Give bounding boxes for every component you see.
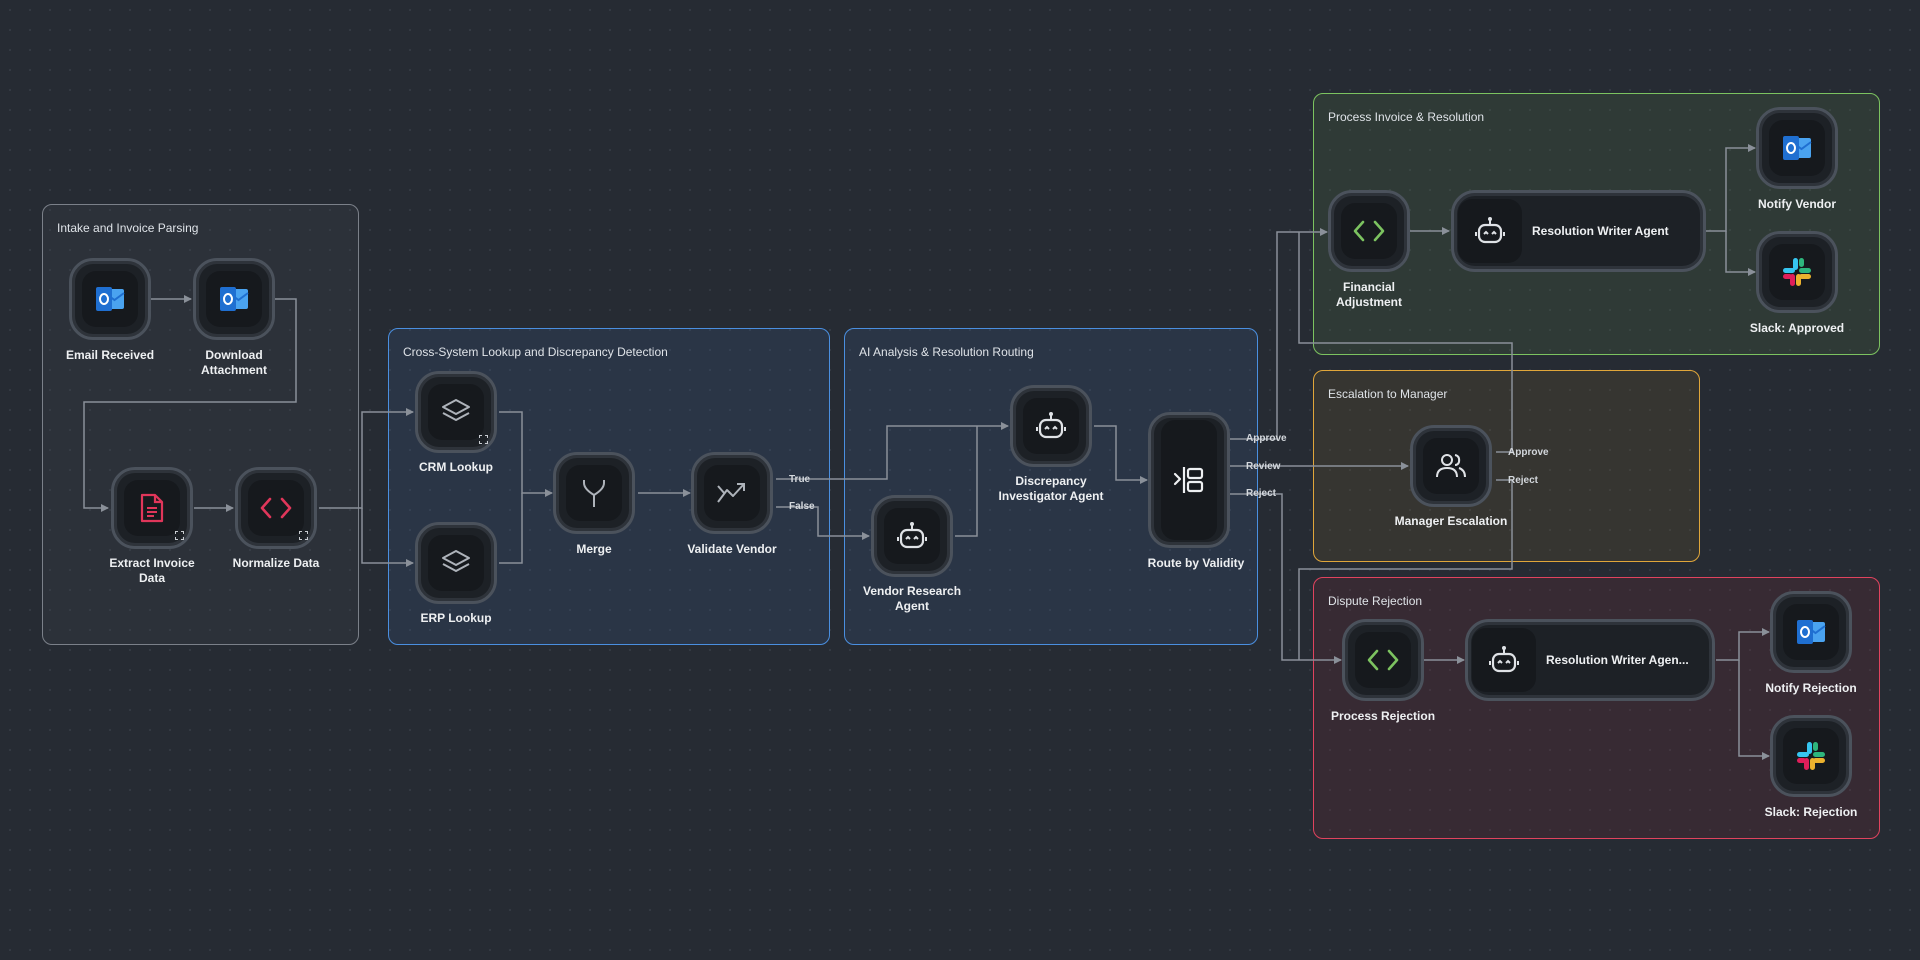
- group-title-process-invoice: Process Invoice & Resolution: [1328, 110, 1485, 124]
- outlook-icon: [1797, 620, 1826, 644]
- label-slack-approved: Slack: Approved: [1749, 321, 1845, 335]
- label-route-by-validity: Route by Validity: [1147, 556, 1245, 570]
- subworkflow-marker-icon: [299, 531, 308, 540]
- label-process-rejection: Process Rejection: [1330, 709, 1436, 723]
- robot-icon: [1475, 217, 1505, 244]
- label-crm-lookup: CRM Lookup: [419, 460, 493, 474]
- document-icon: [140, 493, 164, 523]
- node-erp-lookup[interactable]: [415, 522, 497, 604]
- node-vendor-research-agent[interactable]: [871, 495, 953, 577]
- node-download-attachment[interactable]: [193, 258, 275, 340]
- label-notify-vendor: Notify Vendor: [1757, 197, 1837, 211]
- group-title-intake: Intake and Invoice Parsing: [57, 221, 199, 235]
- wire-true-discrepancy: [776, 422, 1009, 480]
- node-resolution-writer-agent[interactable]: Resolution Writer Agent: [1451, 190, 1706, 272]
- group-title-ai-analysis: AI Analysis & Resolution Routing: [859, 345, 1034, 359]
- node-notify-vendor[interactable]: [1756, 107, 1838, 189]
- port-label-true: True: [789, 474, 811, 485]
- node-process-rejection[interactable]: [1342, 619, 1424, 701]
- subworkflow-marker-icon: [479, 435, 488, 444]
- node-crm-lookup[interactable]: [415, 371, 497, 453]
- label-normalize-data: Normalize Data: [232, 556, 320, 570]
- wire-approve-financial: [1230, 228, 1328, 440]
- wire-writer2-notify: [1716, 628, 1770, 661]
- node-discrepancy-agent[interactable]: [1010, 385, 1092, 467]
- robot-icon: [1036, 412, 1066, 439]
- node-route-by-validity[interactable]: [1148, 412, 1230, 548]
- label-manager-escalation: Manager Escalation: [1394, 514, 1508, 528]
- port-label-manager-reject: Reject: [1508, 475, 1539, 486]
- code-icon: [1353, 220, 1385, 242]
- robot-icon: [1489, 646, 1519, 673]
- wire-erp-merge: [499, 493, 523, 564]
- slack-icon: [1797, 742, 1825, 770]
- wire-vendor-discrepancy: [955, 426, 978, 537]
- trend-icon: [717, 483, 745, 503]
- label-notify-rejection: Notify Rejection: [1765, 681, 1857, 695]
- label-resolution-writer-agent-2: Resolution Writer Agen...: [1546, 653, 1689, 667]
- wire-download-extract: [83, 298, 297, 512]
- wire-reject-process: [1230, 493, 1342, 664]
- label-validate-vendor: Validate Vendor: [687, 542, 777, 556]
- slack-icon: [1783, 258, 1811, 286]
- wire-mgr-approve-loop: [1298, 232, 1513, 453]
- label-resolution-writer-agent: Resolution Writer Agent: [1532, 224, 1669, 238]
- port-label-manager-approve: Approve: [1508, 447, 1549, 458]
- group-title-dispute-rejection: Dispute Rejection: [1328, 594, 1423, 608]
- port-label-false: False: [789, 501, 815, 512]
- subworkflow-marker-icon: [175, 531, 184, 540]
- robot-icon: [897, 522, 927, 549]
- outlook-icon: [220, 287, 249, 311]
- node-slack-approved[interactable]: [1756, 231, 1838, 313]
- wire-discrepancy-route: [1094, 425, 1148, 484]
- merge-icon: [583, 480, 605, 507]
- label-email-received: Email Received: [65, 348, 155, 362]
- wire-writer2-slack: [1738, 660, 1770, 760]
- label-erp-lookup: ERP Lookup: [420, 611, 492, 625]
- node-validate-vendor[interactable]: [691, 452, 773, 534]
- layers-icon: [442, 399, 470, 421]
- port-label-reject: Reject: [1246, 488, 1277, 499]
- wire-mgr-reject-loop: [1298, 479, 1513, 660]
- layers-icon: [442, 550, 470, 572]
- group-title-cross-system: Cross-System Lookup and Discrepancy Dete…: [403, 345, 668, 359]
- switch-icon: [1173, 467, 1204, 493]
- node-resolution-writer-agent-2[interactable]: Resolution Writer Agen...: [1465, 619, 1715, 701]
- label-slack-rejection: Slack: Rejection: [1764, 805, 1858, 819]
- wire-false-vendor: [776, 506, 870, 540]
- node-slack-rejection[interactable]: [1770, 715, 1852, 797]
- code-icon: [1367, 649, 1399, 671]
- node-normalize-data[interactable]: [235, 467, 317, 549]
- wire-writer1-slack: [1725, 231, 1756, 276]
- wire-writer1-notify: [1706, 144, 1756, 232]
- code-icon: [260, 497, 292, 519]
- wire-normalize-crm: [319, 408, 414, 509]
- node-extract-invoice[interactable]: [111, 467, 193, 549]
- node-email-received[interactable]: [69, 258, 151, 340]
- outlook-icon: [1783, 136, 1812, 160]
- node-notify-rejection[interactable]: [1770, 591, 1852, 673]
- users-icon: [1436, 454, 1466, 478]
- node-merge[interactable]: [553, 452, 635, 534]
- label-merge: Merge: [576, 542, 612, 556]
- node-financial-adjustment[interactable]: [1328, 190, 1410, 272]
- port-label-review: Review: [1246, 461, 1281, 472]
- wire-normalize-erp: [361, 508, 414, 567]
- group-title-escalation: Escalation to Manager: [1328, 387, 1448, 401]
- outlook-icon: [96, 287, 125, 311]
- port-label-approve: Approve: [1246, 433, 1287, 444]
- node-manager-escalation[interactable]: [1410, 425, 1492, 507]
- wire-crm-merge: [499, 411, 553, 497]
